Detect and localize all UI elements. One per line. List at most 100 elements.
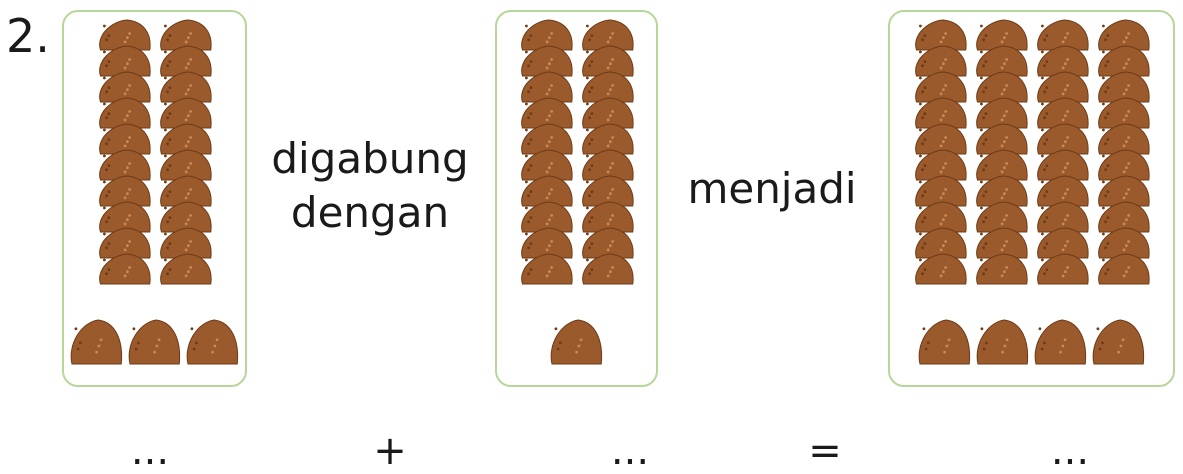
single-cookie — [186, 319, 239, 365]
stacked-cookie — [582, 149, 634, 181]
single-cookie — [70, 319, 123, 365]
stacked-cookie — [582, 97, 634, 129]
stacked-cookie — [521, 71, 573, 103]
cookie-stack — [582, 19, 634, 285]
stacked-cookie — [976, 175, 1028, 207]
stacked-cookie — [160, 97, 212, 129]
stacked-cookie — [99, 175, 151, 207]
stacked-cookie — [99, 45, 151, 77]
cookie-stack — [976, 19, 1028, 285]
stacked-cookie — [521, 97, 573, 129]
stacked-cookie — [160, 227, 212, 259]
stacked-cookie — [160, 45, 212, 77]
stacked-cookie — [160, 253, 212, 285]
cookie-stack — [521, 19, 573, 285]
stacked-cookie — [582, 253, 634, 285]
stacked-cookie — [1037, 149, 1089, 181]
stacked-cookie — [99, 253, 151, 285]
cookie-stack — [915, 19, 967, 285]
stacked-cookie — [99, 19, 151, 51]
stacked-cookie — [915, 71, 967, 103]
stacked-cookie — [1098, 149, 1150, 181]
stacked-cookie — [99, 97, 151, 129]
stacked-cookie — [160, 201, 212, 233]
stacked-cookie — [160, 149, 212, 181]
stacked-cookie — [582, 123, 634, 155]
stacked-cookie — [1037, 175, 1089, 207]
stacked-cookie — [521, 227, 573, 259]
stacked-cookie — [976, 227, 1028, 259]
single-cookie — [1092, 319, 1145, 365]
equals-sign: = — [808, 428, 842, 474]
cookie-group-3 — [915, 19, 1150, 365]
stacked-cookie — [976, 123, 1028, 155]
single-cookie — [1034, 319, 1087, 365]
stacked-cookie — [1098, 19, 1150, 51]
stacked-cookie — [582, 71, 634, 103]
stacked-cookie — [160, 19, 212, 51]
answer-blank-1: ... — [130, 428, 170, 474]
stacked-cookie — [976, 97, 1028, 129]
stacked-cookie — [1037, 45, 1089, 77]
stacked-cookie — [99, 201, 151, 233]
stacked-cookie — [976, 45, 1028, 77]
stacked-cookie — [915, 45, 967, 77]
stacked-cookie — [160, 123, 212, 155]
stacked-cookie — [582, 175, 634, 207]
stacked-cookie — [160, 71, 212, 103]
stacked-cookie — [1037, 201, 1089, 233]
stacked-cookie — [1037, 227, 1089, 259]
stacked-cookie — [1098, 201, 1150, 233]
cookie-stack — [1098, 19, 1150, 285]
cookie-stack — [1037, 19, 1089, 285]
stacked-cookie — [976, 19, 1028, 51]
stacked-cookie — [1098, 227, 1150, 259]
stacked-cookie — [915, 149, 967, 181]
stacked-cookie — [582, 19, 634, 51]
stacked-cookie — [521, 253, 573, 285]
stacked-cookie — [1098, 123, 1150, 155]
stacked-cookie — [521, 175, 573, 207]
stacked-cookie — [582, 45, 634, 77]
stacked-cookie — [521, 201, 573, 233]
answer-blank-3: ... — [1050, 428, 1090, 474]
plus-sign: + — [373, 428, 407, 474]
stacked-cookie — [582, 201, 634, 233]
stacked-cookie — [521, 45, 573, 77]
stacked-cookie — [582, 227, 634, 259]
cookie-group-1 — [70, 19, 239, 365]
stacked-cookie — [1037, 123, 1089, 155]
stacked-cookie — [99, 149, 151, 181]
stacked-cookie — [915, 175, 967, 207]
answer-blank-2: ... — [610, 428, 650, 474]
stacked-cookie — [521, 149, 573, 181]
stacked-cookie — [915, 253, 967, 285]
stacked-cookie — [915, 123, 967, 155]
stacked-cookie — [1098, 253, 1150, 285]
stacked-cookie — [1037, 71, 1089, 103]
stacked-cookie — [521, 123, 573, 155]
single-cookie — [128, 319, 181, 365]
stacked-cookie — [1037, 97, 1089, 129]
problem-number: 2. — [6, 9, 50, 63]
stacked-cookie — [915, 201, 967, 233]
stacked-cookie — [99, 227, 151, 259]
becomes-label: menjadi — [687, 164, 857, 213]
stacked-cookie — [521, 19, 573, 51]
cookie-group-2 — [521, 19, 634, 365]
stacked-cookie — [915, 227, 967, 259]
joined-with-label: digabung dengan — [271, 134, 469, 237]
single-cookie — [550, 319, 603, 365]
stacked-cookie — [160, 175, 212, 207]
stacked-cookie — [99, 123, 151, 155]
stacked-cookie — [1098, 175, 1150, 207]
stacked-cookie — [915, 19, 967, 51]
stacked-cookie — [1098, 45, 1150, 77]
stacked-cookie — [915, 97, 967, 129]
stacked-cookie — [1098, 97, 1150, 129]
stacked-cookie — [976, 253, 1028, 285]
stacked-cookie — [976, 71, 1028, 103]
stacked-cookie — [1098, 71, 1150, 103]
stacked-cookie — [1037, 253, 1089, 285]
